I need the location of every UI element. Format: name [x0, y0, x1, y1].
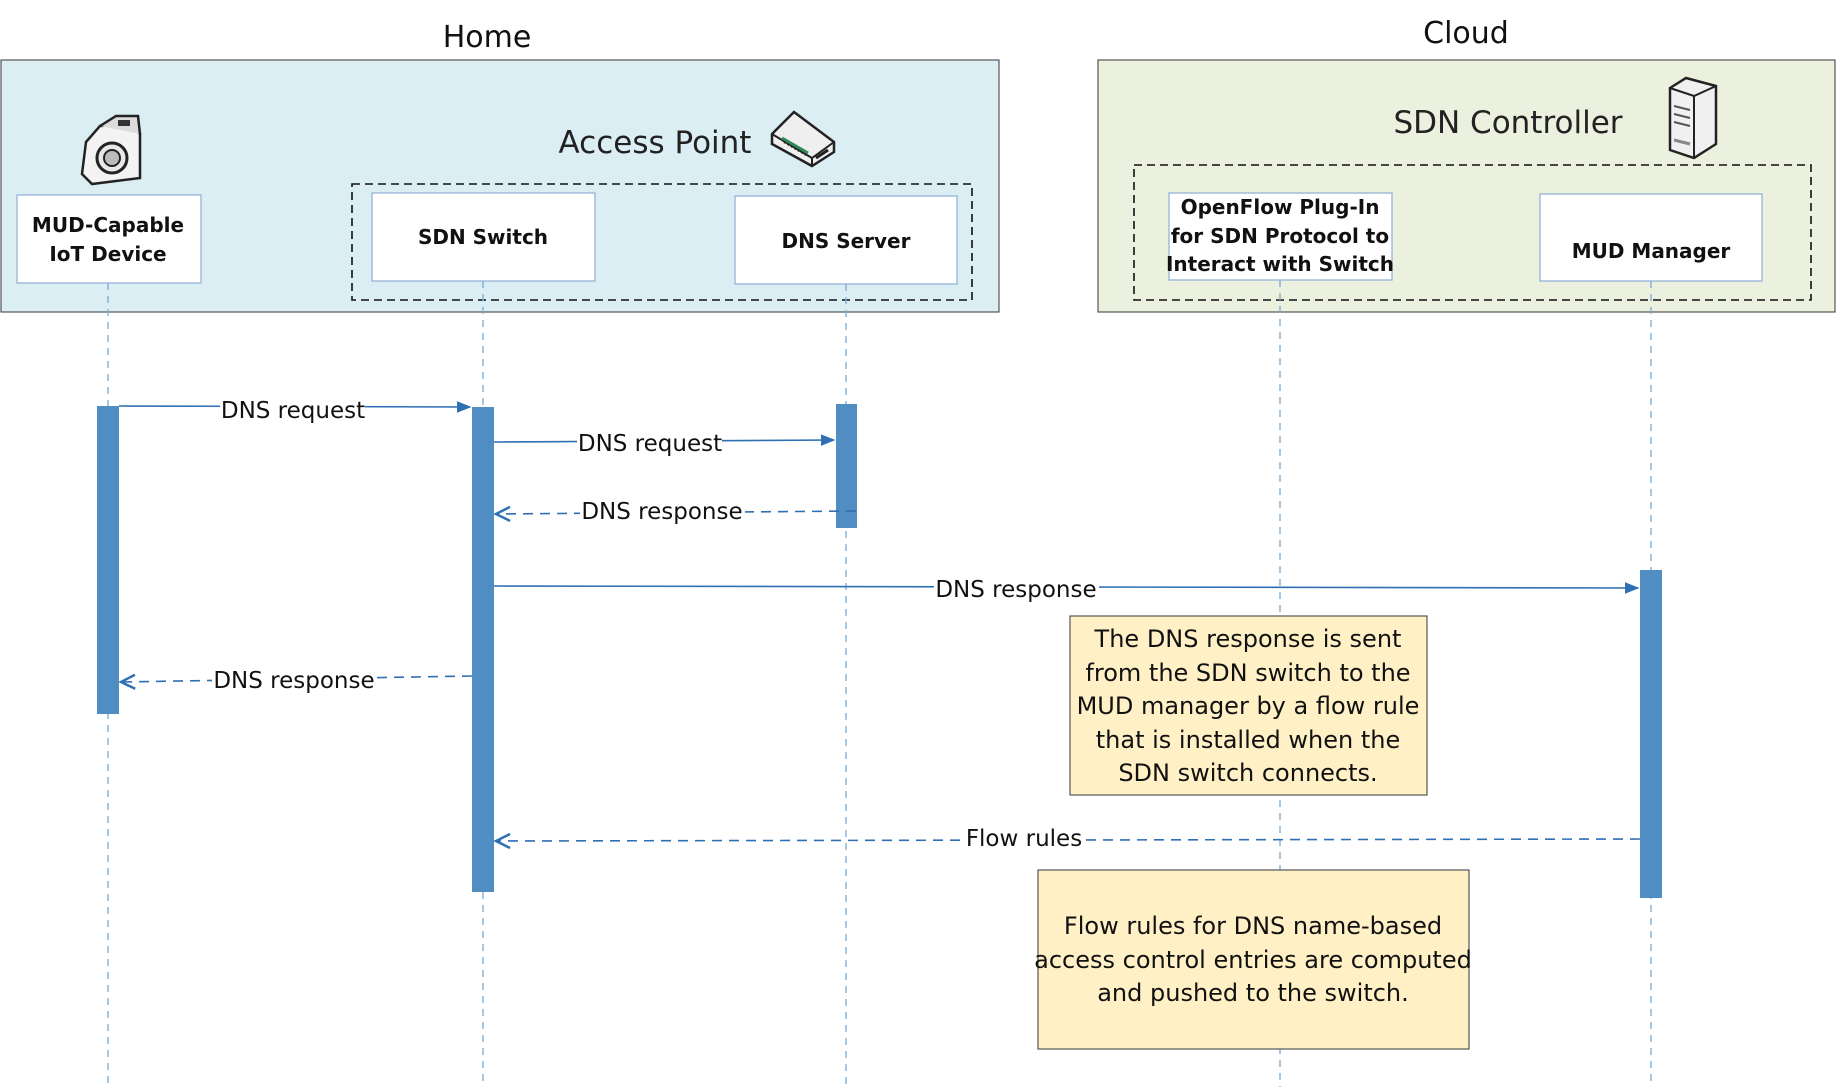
access-point-group — [351, 183, 973, 301]
camera-icon — [80, 114, 142, 186]
participant-iot-device: MUD-Capable IoT Device — [16, 194, 202, 284]
note2-line-2: access control entries are computed — [1034, 946, 1472, 974]
participant-openflow-plugin: OpenFlow Plug-In for SDN Protocol to Int… — [1166, 192, 1394, 281]
dns-server-label: DNS Server — [781, 229, 910, 253]
cloud-region-title: Cloud — [1423, 16, 1509, 51]
note1-line-2: from the SDN switch to the — [1085, 659, 1410, 687]
participant-sdn-switch: SDN Switch — [371, 192, 596, 282]
note1-line-5: SDN switch connects. — [1118, 759, 1377, 787]
message-dns-response-2: DNS response — [493, 574, 1640, 604]
activation-iot-device — [97, 406, 119, 714]
home-region-title: Home — [443, 20, 532, 55]
message-dns-response-3-label: DNS response — [213, 668, 374, 694]
note1-line-1: The DNS response is sent — [1094, 625, 1402, 653]
message-dns-response-1: DNS response — [496, 497, 857, 527]
sdn-controller-title: SDN Controller — [1393, 105, 1622, 141]
mud-manager-label: MUD Manager — [1572, 239, 1731, 263]
message-dns-request-1: DNS request — [118, 395, 472, 425]
note2-line-3: and pushed to the switch. — [1097, 979, 1409, 1007]
message-flow-rules-label: Flow rules — [966, 826, 1082, 852]
activation-sdn-switch — [472, 407, 494, 892]
access-point-title: Access Point — [559, 125, 752, 161]
activation-mud-manager — [1640, 570, 1662, 898]
message-dns-request-2: DNS request — [493, 429, 836, 459]
message-flow-rules: Flow rules — [496, 826, 1641, 856]
note-flow-rules-computed: Flow rules for DNS name-based access con… — [1034, 869, 1472, 1050]
server-icon — [1668, 76, 1718, 160]
note1-line-3: MUD manager by a flow rule — [1077, 692, 1420, 720]
participant-mud-manager: MUD Manager — [1539, 193, 1763, 282]
note-dns-response-flow-rule: The DNS response is sent from the SDN sw… — [1069, 615, 1428, 796]
openflow-label-line-1: OpenFlow Plug-In — [1181, 195, 1380, 219]
message-dns-request-2-label: DNS request — [578, 431, 722, 457]
message-dns-response-3: DNS response — [121, 666, 473, 696]
sdn-controller-group — [1133, 164, 1812, 301]
openflow-label-line-3: Interact with Switch — [1166, 252, 1394, 276]
router-icon — [770, 110, 836, 168]
openflow-label-line-2: for SDN Protocol to — [1171, 224, 1389, 248]
sdn-switch-label: SDN Switch — [418, 225, 548, 249]
iot-device-label-line-2: IoT Device — [49, 242, 166, 266]
participant-dns-server: DNS Server — [734, 195, 958, 285]
message-dns-response-1-label: DNS response — [581, 499, 742, 525]
message-dns-response-2-label: DNS response — [935, 577, 1096, 603]
activation-dns-server — [836, 404, 857, 528]
note1-line-4: that is installed when the — [1096, 726, 1400, 754]
message-dns-request-1-label: DNS request — [221, 398, 365, 424]
note2-line-1: Flow rules for DNS name-based — [1064, 912, 1442, 940]
iot-device-label-line-1: MUD-Capable — [32, 213, 184, 237]
